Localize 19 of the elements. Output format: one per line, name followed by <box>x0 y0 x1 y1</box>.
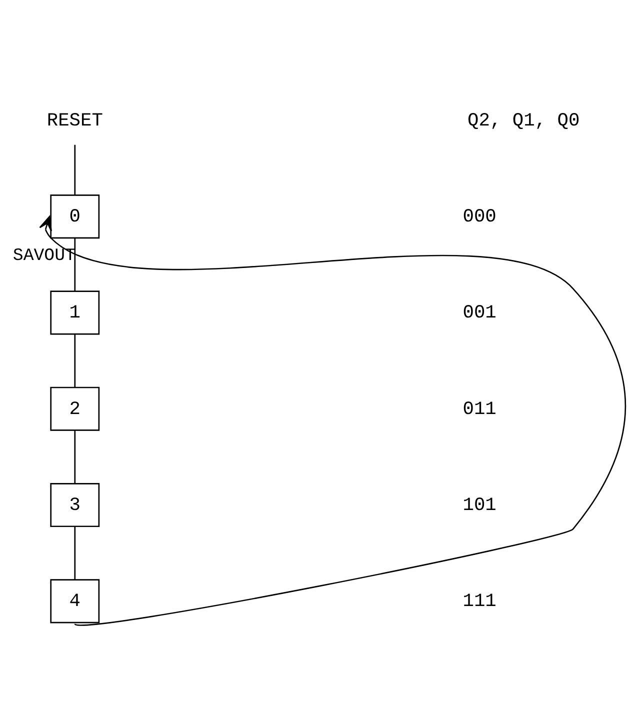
connector <box>74 238 76 291</box>
node-box: 4 <box>50 578 100 623</box>
label: 111 <box>462 590 496 612</box>
connector <box>74 144 76 194</box>
label: Q2, Q1, Q0 <box>468 108 580 131</box>
node-box: 2 <box>50 386 100 430</box>
label: 011 <box>462 397 496 420</box>
node-box: 3 <box>50 482 100 527</box>
node-box: 0 <box>50 194 100 238</box>
node-box: 1 <box>50 290 100 334</box>
label: 101 <box>462 493 496 516</box>
connector <box>74 334 76 387</box>
connector <box>74 430 76 483</box>
label: 001 <box>462 301 496 324</box>
connector <box>74 526 76 580</box>
label: 000 <box>462 204 496 227</box>
edge-label: SAVOUT <box>12 246 76 266</box>
node-text: RESET <box>46 108 103 131</box>
arrow <box>39 215 626 625</box>
